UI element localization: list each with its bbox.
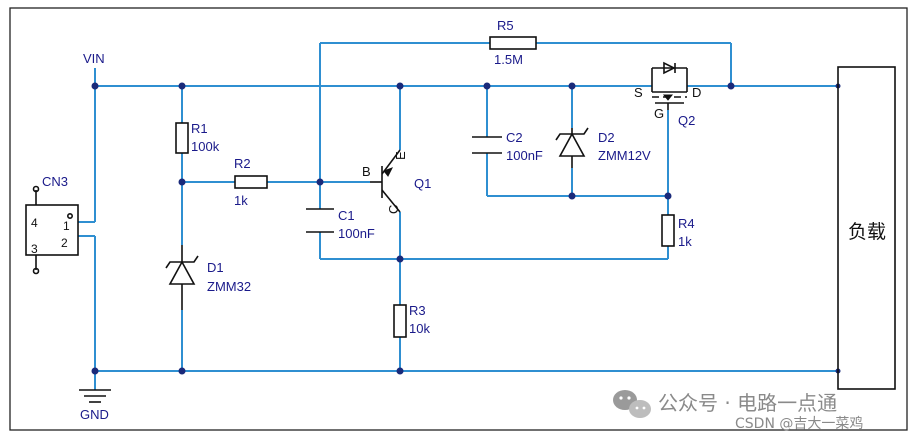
q2-pin-g: G bbox=[654, 106, 664, 121]
node bbox=[483, 82, 491, 90]
d1-name: D1 bbox=[207, 260, 224, 275]
pnp-transistor-q1 bbox=[370, 149, 401, 213]
node bbox=[178, 178, 186, 186]
r2-name: R2 bbox=[234, 156, 251, 171]
c2-name: C2 bbox=[506, 130, 523, 145]
r4-name: R4 bbox=[678, 216, 695, 231]
mosfet-q2 bbox=[651, 61, 688, 110]
cn3-label: CN3 bbox=[42, 174, 68, 189]
r1-name: R1 bbox=[191, 121, 208, 136]
cn3-pin1: 1 bbox=[63, 219, 70, 233]
r1-value: 100k bbox=[191, 139, 220, 154]
q1-pin-c: C bbox=[386, 205, 401, 214]
r3-name: R3 bbox=[409, 303, 426, 318]
node bbox=[664, 192, 672, 200]
resistor-r3 bbox=[393, 304, 407, 338]
node-gnd bbox=[91, 367, 99, 375]
node bbox=[727, 82, 735, 90]
resistor-r5 bbox=[489, 36, 537, 50]
c2-value: 100nF bbox=[506, 148, 543, 163]
wires bbox=[78, 42, 838, 390]
c1-value: 100nF bbox=[338, 226, 375, 241]
cn3-pin2: 2 bbox=[61, 236, 68, 250]
vin-label: VIN bbox=[83, 51, 105, 66]
r5-name: R5 bbox=[497, 18, 514, 33]
q1-pin-b: B bbox=[362, 164, 371, 179]
resistor-r1 bbox=[175, 122, 189, 154]
resistor-r4 bbox=[661, 214, 675, 247]
connector-cn3 bbox=[25, 185, 79, 275]
q2-pin-d: D bbox=[692, 85, 701, 100]
ground-symbol bbox=[79, 389, 111, 403]
d2-name: D2 bbox=[598, 130, 615, 145]
cn3-pin4: 4 bbox=[31, 216, 38, 230]
load-label: 负载 bbox=[848, 221, 886, 243]
r5-value: 1.5M bbox=[494, 52, 523, 67]
c1-name: C1 bbox=[338, 208, 355, 223]
node bbox=[568, 82, 576, 90]
node bbox=[316, 178, 324, 186]
r4-value: 1k bbox=[678, 234, 692, 249]
q2-name: Q2 bbox=[678, 113, 695, 128]
watermark-source: CSDN @吉大一菜鸡 bbox=[735, 415, 863, 432]
q1-pin-e: E bbox=[393, 151, 408, 160]
node bbox=[396, 367, 404, 375]
wechat-logo bbox=[613, 390, 651, 418]
r3-value: 10k bbox=[409, 321, 430, 336]
node bbox=[178, 82, 186, 90]
capacitor-c2 bbox=[472, 136, 502, 154]
load-box bbox=[837, 66, 896, 390]
node bbox=[396, 82, 404, 90]
capacitor-c1 bbox=[306, 208, 334, 233]
node bbox=[568, 192, 576, 200]
d1-value: ZMM32 bbox=[207, 279, 251, 294]
q2-pin-s: S bbox=[634, 85, 643, 100]
r2-value: 1k bbox=[234, 193, 248, 208]
zener-diode-d1 bbox=[165, 245, 199, 310]
gnd-label: GND bbox=[80, 407, 109, 422]
drawing-frame bbox=[9, 7, 908, 431]
resistor-r2 bbox=[234, 175, 268, 189]
junction-nodes bbox=[91, 82, 841, 375]
node bbox=[178, 367, 186, 375]
q1-name: Q1 bbox=[414, 176, 431, 191]
zener-diode-d2 bbox=[555, 127, 589, 168]
node-vin bbox=[91, 82, 99, 90]
node bbox=[396, 255, 404, 263]
watermark-channel: 公众号 · 电路一点通 bbox=[658, 391, 837, 415]
d2-value: ZMM12V bbox=[598, 148, 651, 163]
cn3-pin3: 3 bbox=[31, 242, 38, 256]
